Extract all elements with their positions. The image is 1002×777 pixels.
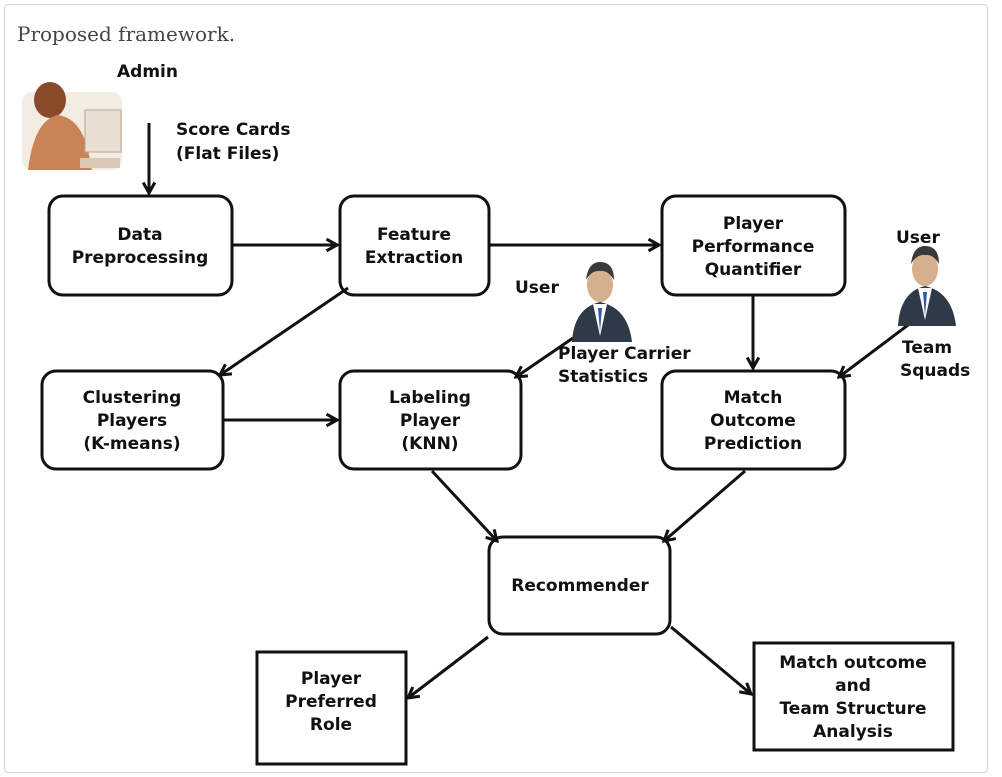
analysis-line2: and bbox=[835, 676, 871, 696]
analysis-line4: Analysis bbox=[813, 722, 893, 742]
preferred-role-line2: Preferred bbox=[285, 692, 377, 712]
match-prediction-box bbox=[660, 369, 847, 471]
data-preprocessing-box bbox=[47, 194, 234, 297]
feature-extraction-line1: Feature bbox=[377, 225, 451, 245]
data-preprocessing-line2: Preprocessing bbox=[72, 248, 209, 268]
data-preprocessing-line1: Data bbox=[117, 225, 162, 245]
admin-label: Admin bbox=[117, 62, 178, 82]
user-icon bbox=[572, 262, 632, 342]
labeling-player-box bbox=[338, 369, 523, 471]
arrow-extraction-to-clustering bbox=[220, 286, 349, 375]
user-label-2: User bbox=[896, 228, 940, 248]
arrow-recommender-to-analysis bbox=[670, 625, 751, 694]
match-prediction-line1: Match bbox=[724, 388, 783, 408]
clustering-line3: (K-means) bbox=[83, 434, 180, 454]
analysis-line3: Team Structure bbox=[779, 699, 926, 719]
flat-files-label: (Flat Files) bbox=[176, 144, 279, 164]
career-label-line1: Player Carrier bbox=[558, 344, 691, 364]
user-label-1: User bbox=[515, 278, 559, 298]
clustering-line1: Clustering bbox=[83, 388, 182, 408]
feature-extraction-box bbox=[338, 194, 491, 297]
match-prediction-line2: Outcome bbox=[710, 411, 796, 431]
recommender-label: Recommender bbox=[511, 576, 649, 596]
analysis-box bbox=[752, 641, 955, 752]
preferred-role-line3: Role bbox=[310, 715, 352, 735]
score-cards-label: Score Cards bbox=[176, 120, 290, 140]
arrow-recommender-to-role bbox=[408, 635, 489, 698]
match-prediction-line3: Prediction bbox=[704, 434, 802, 454]
performance-quantifier-line3: Quantifier bbox=[705, 260, 802, 280]
arrow-prediction-to-recommender bbox=[664, 469, 746, 541]
squads-label-line1: Team bbox=[902, 338, 952, 358]
clustering-line2: Players bbox=[97, 411, 167, 431]
labeling-line3: (KNN) bbox=[401, 434, 458, 454]
admin-icon bbox=[22, 82, 122, 170]
preferred-role-line1: Player bbox=[301, 669, 362, 689]
arrow-user-to-prediction bbox=[839, 320, 913, 377]
analysis-line1: Match outcome bbox=[779, 653, 927, 673]
performance-quantifier-line2: Performance bbox=[692, 237, 815, 257]
performance-quantifier-line1: Player bbox=[723, 214, 784, 234]
recommender-box bbox=[487, 535, 672, 636]
preferred-role-box bbox=[255, 650, 408, 766]
feature-extraction-line2: Extraction bbox=[365, 248, 463, 268]
labeling-line2: Player bbox=[400, 411, 461, 431]
arrow-user-to-labeling bbox=[516, 336, 574, 377]
squads-label-line2: Squads bbox=[900, 361, 970, 381]
user-icon-2 bbox=[898, 246, 956, 326]
career-label-line2: Statistics bbox=[558, 367, 648, 387]
arrow-labeling-to-recommender bbox=[430, 469, 497, 541]
labeling-line1: Labeling bbox=[389, 388, 471, 408]
figure-caption: Proposed framework. bbox=[17, 22, 236, 46]
